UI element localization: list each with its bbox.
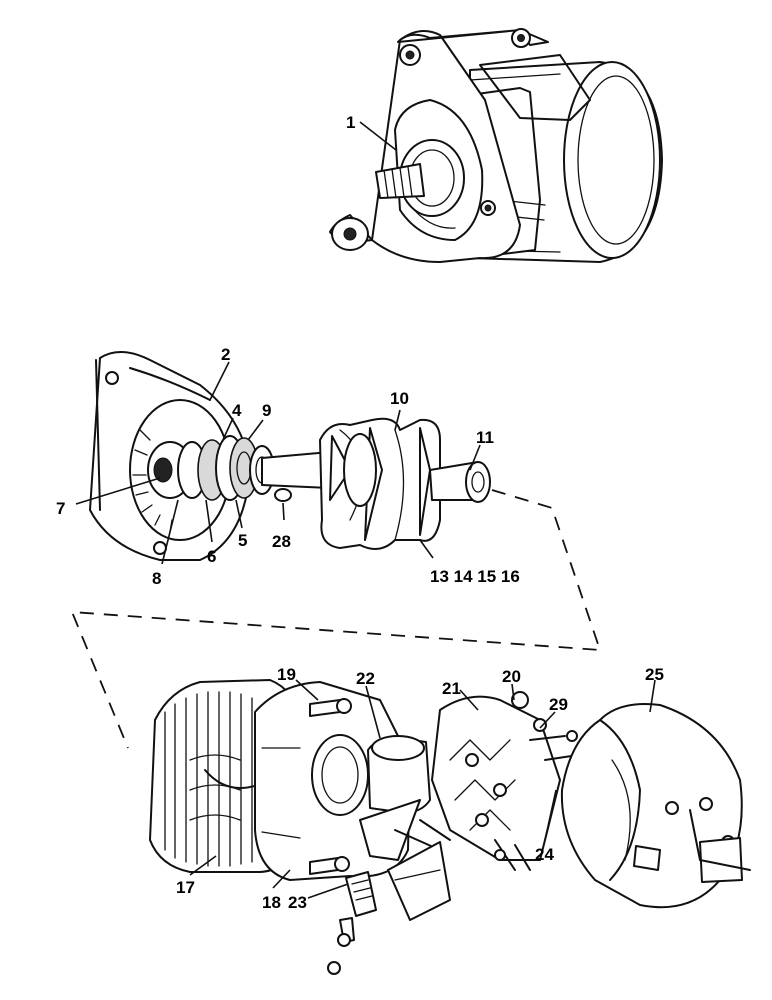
bearing-stack	[177, 435, 275, 501]
callout-24: 24	[535, 845, 554, 864]
leader-5	[235, 499, 243, 529]
leader-10	[394, 409, 401, 431]
alternator-assembly	[329, 28, 663, 263]
leader-8	[161, 499, 179, 565]
callout-25: 25	[645, 665, 664, 684]
callout-2: 2	[221, 345, 230, 364]
leader-13	[419, 539, 434, 559]
leader-2	[209, 361, 230, 401]
callout-22: 22	[356, 669, 375, 688]
rotor	[261, 417, 491, 550]
callout-5: 5	[238, 531, 247, 550]
leader-21	[459, 689, 479, 711]
rear-cover	[560, 703, 751, 909]
callout-11: 11	[476, 428, 494, 447]
callout-13-16: 13 14 15 16	[430, 567, 520, 586]
callout-1: 1	[346, 113, 355, 132]
callout-17: 17	[176, 878, 195, 897]
rectifier-assembly	[387, 691, 579, 921]
leader-20	[511, 683, 515, 701]
callout-8: 8	[152, 569, 161, 588]
callout-9: 9	[262, 401, 271, 420]
leader-18	[272, 869, 291, 889]
callout-21: 21	[442, 679, 461, 698]
leader-17	[189, 855, 217, 876]
callout-23: 23	[288, 893, 307, 912]
leader-19	[295, 679, 319, 701]
leader-1	[359, 121, 397, 151]
leader-4	[221, 417, 234, 443]
callout-10: 10	[390, 389, 409, 408]
leader-25	[649, 679, 656, 713]
leader-9	[247, 419, 264, 441]
leader-7	[75, 477, 161, 505]
callout-6: 6	[207, 547, 216, 566]
leader-22	[365, 685, 381, 739]
callout-20: 20	[502, 667, 521, 686]
leader-29	[539, 711, 556, 729]
brush-holder	[327, 871, 377, 975]
leader-11	[469, 444, 481, 471]
regulator	[359, 735, 431, 861]
callout-29: 29	[549, 695, 568, 714]
leader-23	[307, 883, 349, 899]
callout-19: 19	[277, 665, 296, 684]
callout-4: 4	[232, 401, 242, 420]
leader-28	[282, 502, 285, 521]
callout-28: 28	[272, 532, 291, 551]
callout-18: 18	[262, 893, 281, 912]
callout-7: 7	[56, 499, 65, 518]
leader-6	[205, 499, 213, 543]
leader-24	[544, 789, 557, 841]
